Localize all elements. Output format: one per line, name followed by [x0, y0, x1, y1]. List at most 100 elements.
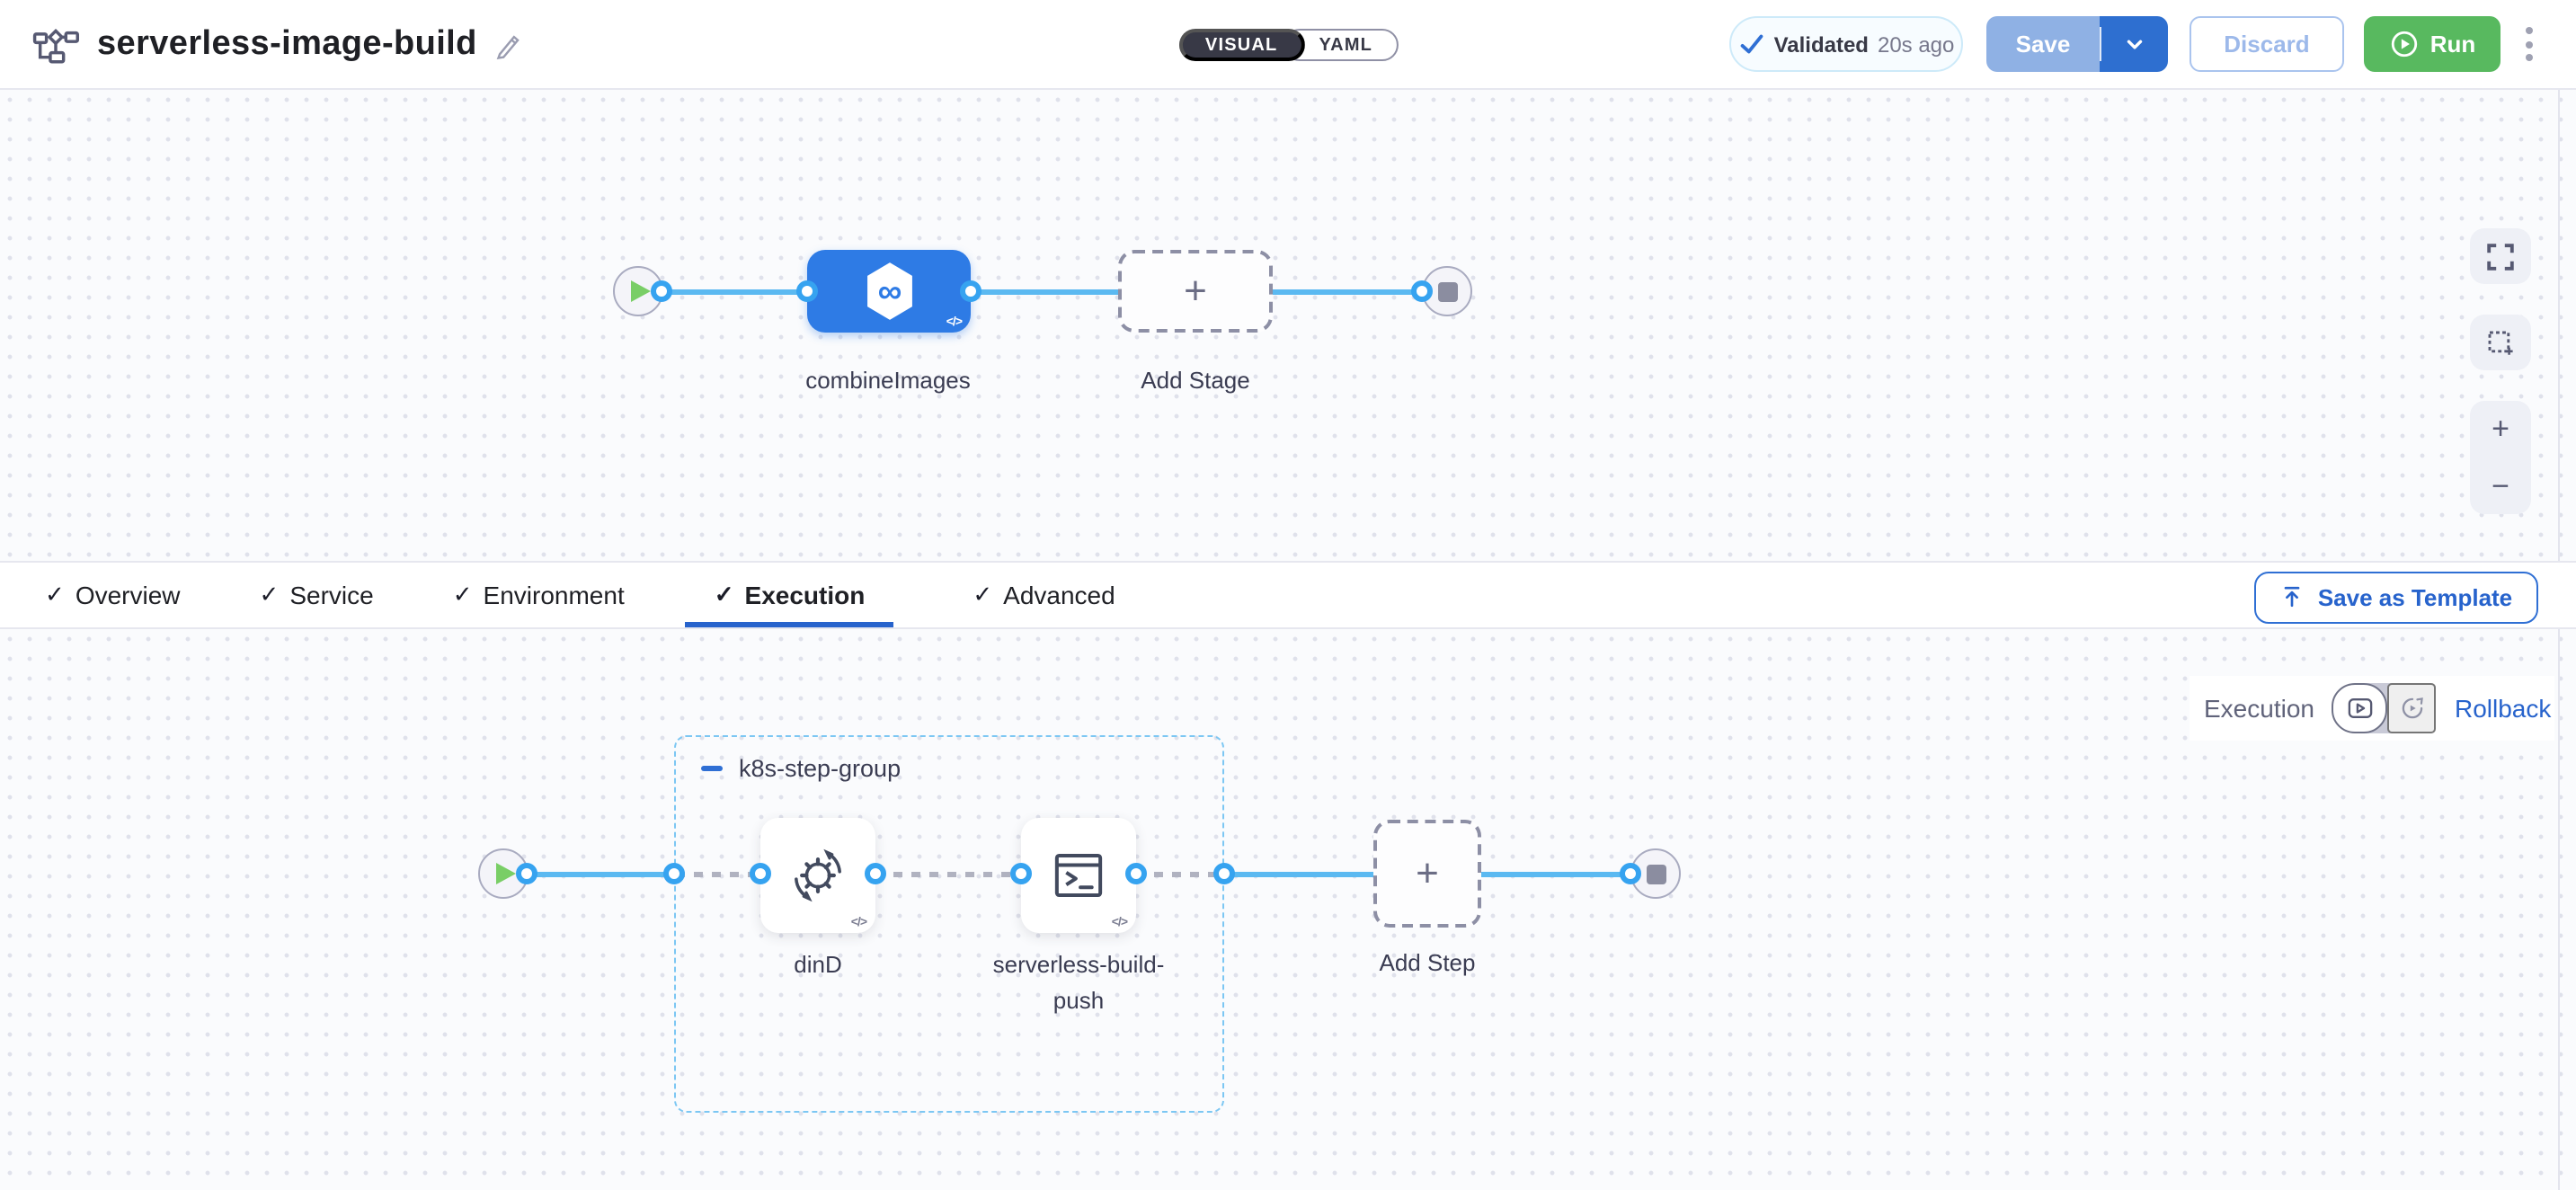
step-group-k8s[interactable]: k8s-step-group	[674, 735, 1224, 1113]
chevron-down-icon	[2122, 32, 2145, 56]
check-icon	[1738, 32, 1765, 56]
port[interactable]	[960, 280, 982, 302]
code-badge-icon: </>	[1112, 917, 1127, 929]
stage-card-combineimages[interactable]: ∞ </>	[807, 250, 971, 333]
discard-button[interactable]: Discard	[2190, 16, 2344, 72]
validated-time: 20s ago	[1878, 31, 1954, 57]
stage-canvas: ∞ </> + combineImages Add Stage	[0, 90, 2576, 561]
execution-label: Execution	[2204, 694, 2314, 723]
port[interactable]	[1010, 863, 1032, 884]
zoom-in-button[interactable]: +	[2470, 401, 2531, 457]
step-group-name[interactable]: k8s-step-group	[739, 755, 901, 782]
edge-group-to-addstep	[1224, 871, 1373, 876]
canvas-right-divider	[2558, 90, 2560, 1190]
zoom-controls: + −	[2470, 401, 2531, 514]
stop-icon	[1646, 864, 1666, 884]
step-name-label[interactable]: serverless-build-push	[985, 947, 1172, 1019]
rollback-view-button[interactable]	[2388, 683, 2437, 733]
edge-start-to-stage	[662, 289, 807, 294]
port[interactable]	[1213, 863, 1235, 884]
edge-stage-to-addstage	[971, 289, 1118, 294]
stop-icon	[1437, 281, 1457, 301]
code-badge-icon: </>	[946, 316, 962, 329]
stage-custom-icon: ∞	[858, 259, 919, 324]
add-stage-label[interactable]: Add Stage	[1141, 363, 1249, 399]
fullscreen-icon	[2486, 242, 2515, 271]
validated-label: Validated	[1774, 31, 1869, 57]
save-split-button: Save	[1986, 16, 2168, 72]
zoom-out-button[interactable]: −	[2470, 457, 2531, 514]
port[interactable]	[865, 863, 886, 884]
plus-icon: +	[1184, 271, 1207, 311]
port[interactable]	[750, 863, 771, 884]
tab-label: Advanced	[1003, 580, 1115, 608]
plus-icon: +	[1416, 854, 1439, 893]
save-options-button[interactable]	[2100, 16, 2168, 72]
tab-label: Environment	[484, 580, 625, 608]
tab-execution[interactable]: ✓ Execution	[686, 563, 894, 627]
edit-title-button[interactable]	[495, 31, 522, 58]
save-as-template-label: Save as Template	[2318, 583, 2512, 610]
save-button[interactable]: Save	[1986, 16, 2100, 72]
check-icon: ✓	[715, 580, 734, 608]
execution-rollback-bar: Execution Rollback	[2190, 676, 2554, 741]
page-title: serverless-image-build	[97, 25, 477, 65]
top-bar: serverless-image-build VISUAL YAML Valid…	[0, 0, 2576, 90]
add-step-label[interactable]: Add Step	[1380, 946, 1476, 981]
port[interactable]	[796, 280, 818, 302]
execution-play-icon	[2348, 697, 2373, 719]
more-options-icon[interactable]	[2513, 16, 2545, 72]
title-group: serverless-image-build	[32, 0, 522, 90]
tab-service[interactable]: ✓ Service	[260, 563, 374, 627]
validated-badge[interactable]: Validated 20s ago	[1729, 16, 1963, 72]
check-icon: ✓	[453, 580, 473, 608]
port[interactable]	[663, 863, 685, 884]
check-icon: ✓	[260, 580, 280, 608]
execution-view-button[interactable]	[2332, 683, 2388, 733]
save-as-template-button[interactable]: Save as Template	[2254, 571, 2538, 623]
stage-config-tabs: ✓ Overview ✓ Service ✓ Environment ✓ Exe…	[0, 561, 2576, 629]
visual-yaml-toggle: VISUAL YAML	[1178, 29, 1398, 61]
tab-label: Overview	[76, 580, 181, 608]
stage-name-label[interactable]: combineImages	[805, 363, 971, 399]
rollback-link[interactable]: Rollback	[2455, 694, 2551, 723]
tab-advanced[interactable]: ✓ Advanced	[973, 563, 1115, 627]
tab-environment[interactable]: ✓ Environment	[453, 563, 625, 627]
step-name-label[interactable]: dinD	[794, 947, 842, 983]
step-group-header: k8s-step-group	[701, 755, 901, 782]
port[interactable]	[651, 280, 672, 302]
edge-addstage-to-end	[1273, 289, 1422, 294]
run-label: Run	[2430, 31, 2476, 58]
add-stage-button[interactable]: +	[1118, 250, 1273, 333]
multi-select-button[interactable]	[2470, 315, 2531, 370]
tab-overview[interactable]: ✓ Overview	[45, 563, 181, 627]
rollback-icon	[2400, 696, 2425, 721]
port[interactable]	[1620, 863, 1641, 884]
execution-rollback-toggle	[2332, 683, 2437, 733]
start-play-icon	[496, 863, 516, 884]
upload-icon	[2280, 584, 2305, 609]
visual-tab[interactable]: VISUAL	[1178, 29, 1305, 61]
fullscreen-button[interactable]	[2470, 228, 2531, 284]
tab-label: Execution	[745, 580, 866, 608]
code-badge-icon: </>	[851, 917, 866, 929]
step-card-dind[interactable]: </>	[760, 818, 875, 933]
docker-in-docker-icon	[780, 838, 856, 913]
run-play-icon	[2389, 29, 2420, 59]
check-icon: ✓	[973, 580, 992, 608]
port[interactable]	[516, 863, 537, 884]
start-play-icon	[631, 280, 651, 302]
run-button[interactable]: Run	[2364, 16, 2500, 72]
step-card-serverless-build-push[interactable]: </>	[1021, 818, 1136, 933]
add-step-button[interactable]: +	[1373, 820, 1481, 928]
port[interactable]	[1125, 863, 1147, 884]
collapse-group-icon[interactable]	[701, 766, 723, 772]
svg-text:∞: ∞	[877, 272, 902, 310]
pipeline-icon	[32, 25, 79, 65]
edge-addstep-to-end	[1481, 871, 1630, 876]
run-step-terminal-icon	[1041, 838, 1116, 913]
execution-canvas: Execution Rollback	[0, 629, 2576, 1190]
port[interactable]	[1411, 280, 1433, 302]
edge-start-to-group	[527, 871, 676, 876]
